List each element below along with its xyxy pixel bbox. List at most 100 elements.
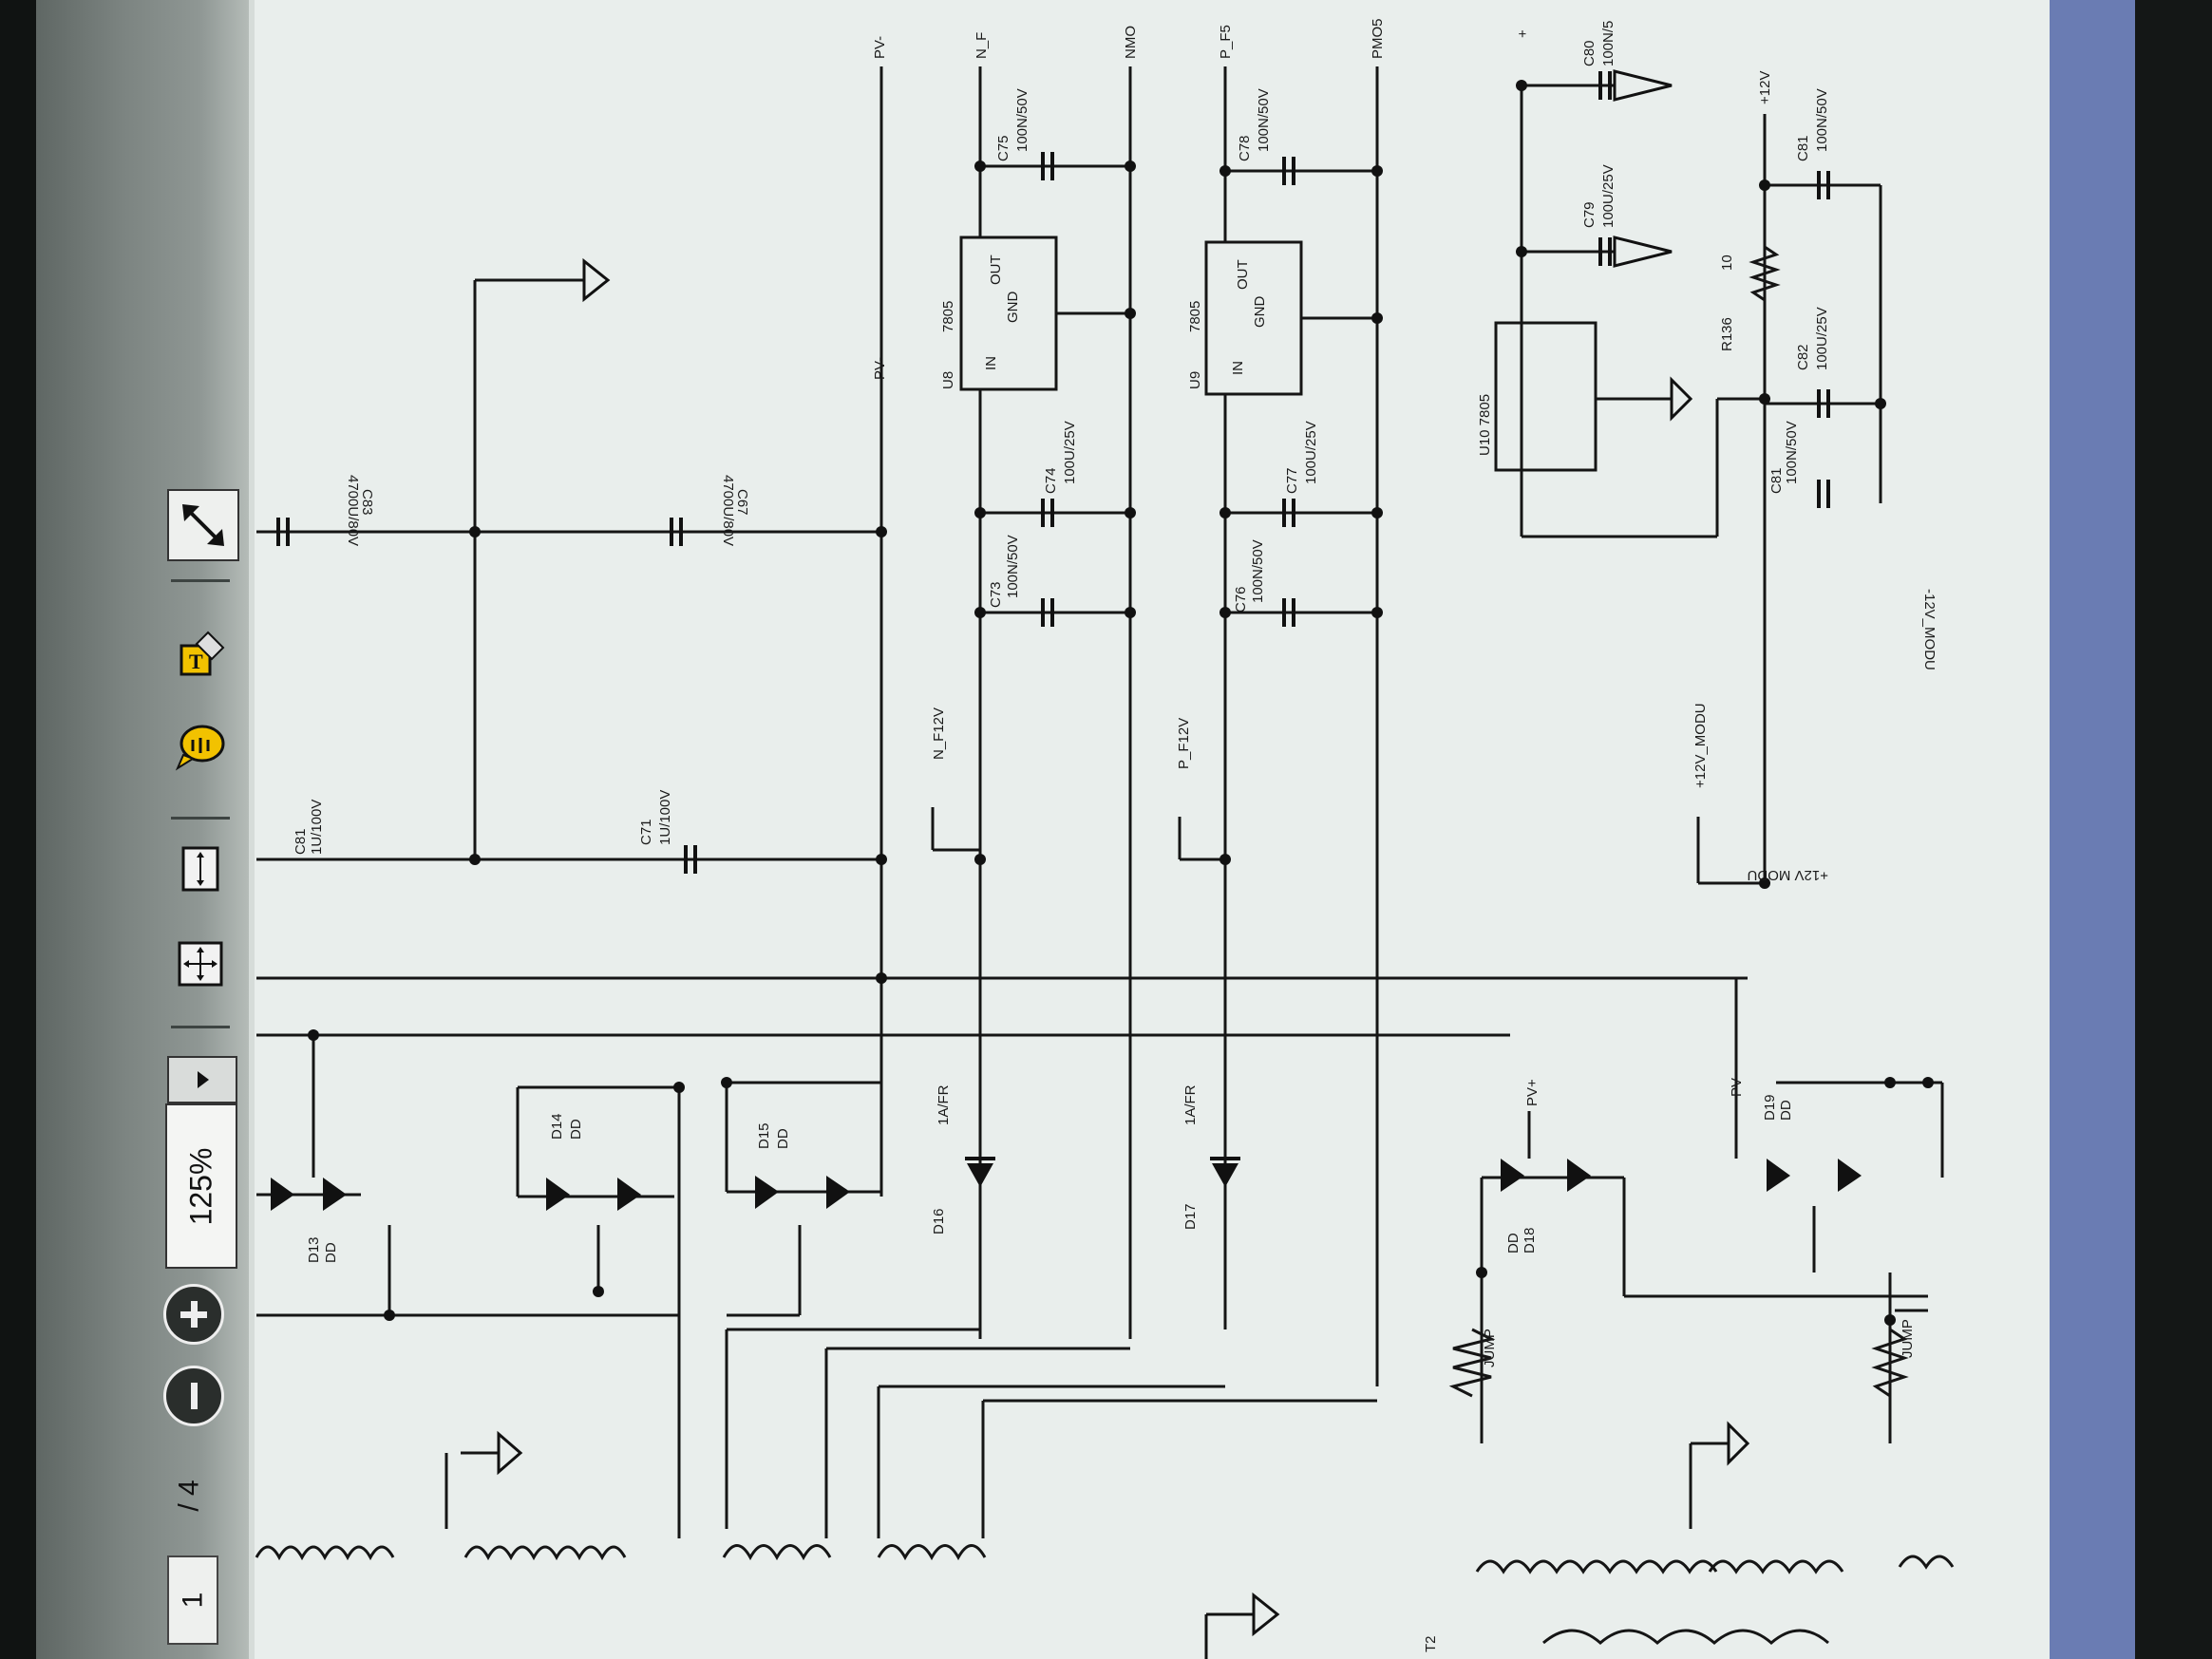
label-c76-value: 100N/50V [1250, 539, 1266, 603]
label-d16: D16 [931, 1208, 947, 1235]
label-c83: C83 [359, 489, 375, 516]
label-t2: T2 [1423, 1635, 1439, 1652]
label-c75: C75 [995, 135, 1011, 161]
label-c67: C67 [734, 489, 750, 516]
expand-icon [182, 504, 224, 546]
plus-icon [180, 1301, 207, 1328]
label-d19: D19 [1762, 1094, 1778, 1121]
label-d18: D18 [1522, 1227, 1538, 1254]
zoom-dropdown-button[interactable] [167, 1056, 237, 1103]
label-c81: C81 [293, 828, 309, 855]
label-plus12v-modu-mirror: +12V MODU [1747, 867, 1828, 883]
label-c67-value: 4700U/80V [720, 475, 736, 547]
label-pv-minus: PV- [872, 356, 888, 380]
label-c78-value: 100N/50V [1256, 88, 1272, 152]
label-r136: R136 [1719, 317, 1735, 351]
label-c77: C77 [1284, 467, 1300, 494]
highlight-text-icon: T [180, 631, 225, 676]
label-c82: C82 [1795, 344, 1811, 370]
label-pmo5-top: PMO5 [1370, 18, 1386, 59]
label-c79: C79 [1581, 201, 1598, 228]
label-u8-part: 7805 [940, 300, 956, 332]
label-d16-value: 1A/FR [936, 1084, 952, 1125]
label-pv-plus: PV+ [1524, 1079, 1541, 1106]
label-v12-modu: -12V_MODU [1921, 589, 1938, 670]
label-d17-value: 1A/FR [1182, 1084, 1199, 1125]
label-c71: C71 [638, 819, 654, 845]
label-d15-value: DD [775, 1128, 791, 1149]
label-p-f12v: P_F12V [1176, 717, 1192, 769]
label-c76: C76 [1233, 586, 1249, 613]
label-jump-2: JUMP [1900, 1319, 1916, 1358]
fullscreen-button[interactable] [167, 489, 239, 561]
label-u9-part: 7805 [1187, 300, 1203, 332]
label-c73: C73 [988, 581, 1004, 608]
zoom-out-button[interactable] [163, 1366, 224, 1426]
label-d15: D15 [756, 1122, 772, 1149]
label-u10: U10 7805 [1477, 393, 1493, 456]
label-out-2: OUT [1235, 259, 1251, 290]
label-jump-1: JUMP [1482, 1329, 1498, 1367]
label-d18-value: DD [1505, 1233, 1522, 1254]
label-d13: D13 [306, 1236, 322, 1263]
fit-width-icon [181, 846, 219, 892]
label-n-f-top: N_F [974, 31, 990, 59]
label-c78: C78 [1237, 135, 1253, 161]
toolbar-divider [171, 579, 230, 582]
zoom-in-button[interactable] [163, 1284, 224, 1345]
toolbar-divider [171, 817, 230, 820]
fit-width-button[interactable] [167, 836, 234, 902]
label-pv-minus-top: PV- [872, 35, 888, 59]
monitor-bezel-right [2135, 0, 2212, 1659]
label-r136-value: 10 [1719, 255, 1735, 271]
label-c73-value: 100N/50V [1005, 535, 1021, 598]
label-c81b-value: 100N/50V [1784, 421, 1800, 484]
comment-button[interactable] [167, 712, 234, 779]
label-out-1: OUT [988, 255, 1004, 285]
label-c81b: C81 [1768, 467, 1785, 494]
label-c71-value: 1U/100V [657, 789, 673, 845]
label-d17: D17 [1182, 1203, 1199, 1230]
label-c77-value: 100U/25V [1303, 421, 1319, 484]
monitor-bezel-left [0, 0, 36, 1659]
toolbar-edge [249, 0, 256, 1659]
label-pv: PV [1729, 1077, 1745, 1097]
label-c80: C80 [1581, 40, 1598, 66]
label-u8: U8 [940, 370, 956, 389]
label-c8x: C81 [1795, 135, 1811, 161]
minus-icon [191, 1383, 198, 1409]
label-in-2: IN [1230, 361, 1246, 375]
fit-page-icon [178, 941, 223, 987]
viewer-background [2050, 0, 2135, 1659]
zoom-level-field[interactable]: 125% [165, 1103, 237, 1269]
page-number-input[interactable]: 1 [167, 1555, 218, 1645]
label-c75-value: 100N/50V [1014, 88, 1030, 152]
svg-text:T: T [189, 650, 203, 673]
label-plus12v: +12V [1757, 70, 1773, 104]
label-u9: U9 [1187, 370, 1203, 389]
toolbar-divider [171, 1026, 230, 1028]
label-p-f5-top: P_F5 [1218, 25, 1234, 59]
label-c82-value: 100U/25V [1814, 307, 1830, 370]
speech-bubble-icon [175, 725, 225, 771]
label-c79-value: 100U/25V [1600, 164, 1616, 228]
document-page[interactable] [255, 0, 2050, 1659]
label-d13-value: DD [323, 1242, 339, 1263]
label-c8x-value: 100N/50V [1814, 88, 1830, 152]
label-d14: D14 [549, 1113, 565, 1140]
label-nmo-top: NMO [1123, 26, 1139, 59]
label-c74: C74 [1043, 467, 1059, 494]
label-c74-value: 100U/25V [1062, 421, 1078, 484]
label-n-f12v: N_F12V [931, 707, 947, 760]
label-d14-value: DD [568, 1119, 584, 1140]
highlight-text-button[interactable]: T [167, 622, 234, 688]
label-c81-value: 1U/100V [309, 799, 325, 855]
label-d19-value: DD [1778, 1100, 1794, 1121]
chevron-down-icon [198, 1071, 209, 1088]
label-plus-top: + [1515, 29, 1531, 38]
fit-page-button[interactable] [167, 931, 234, 997]
label-gnd-2: GND [1252, 295, 1268, 328]
label-plus12v-modu: +12V_MODU [1692, 703, 1709, 788]
label-in-1: IN [983, 356, 999, 370]
